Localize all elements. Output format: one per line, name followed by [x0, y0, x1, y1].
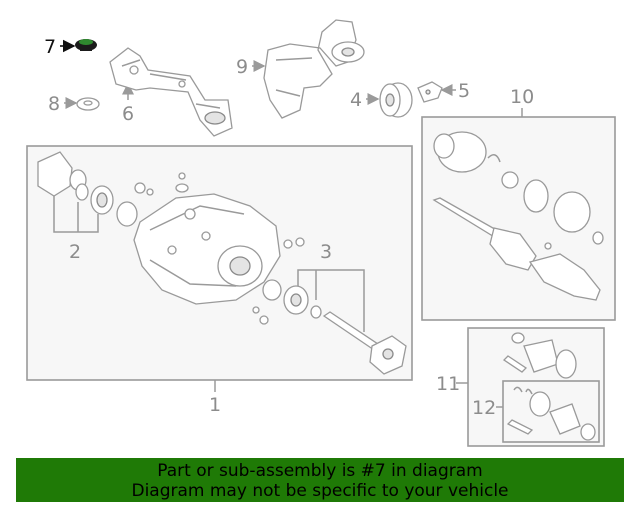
banner-line-1: Part or sub-assembly is #7 in diagram	[157, 461, 483, 481]
part-4-bushing[interactable]	[379, 82, 413, 118]
callout-10-label[interactable]: 10	[510, 86, 534, 108]
part-10-cv-joint-outer[interactable]	[433, 131, 604, 245]
part-10-drive-shaft[interactable]	[432, 197, 601, 301]
callout-3-leader	[297, 269, 365, 332]
callout-7-group[interactable]: 7	[44, 36, 97, 58]
callout-6-label: 6	[122, 103, 134, 125]
callout-5-group[interactable]: 5	[417, 80, 470, 103]
callout-12-label[interactable]: 12	[472, 397, 496, 419]
callout-4-group[interactable]: 4	[350, 82, 413, 118]
callout-9-group[interactable]: 9	[236, 19, 365, 119]
part-bolts-top[interactable]	[134, 172, 189, 196]
callout-9-label: 9	[236, 56, 248, 78]
part-7-bushing[interactable]	[75, 39, 97, 51]
callout-8-group[interactable]: 8	[48, 93, 100, 115]
part-9-mount-bracket[interactable]	[263, 19, 365, 119]
callout-5-label: 5	[458, 80, 470, 102]
callout-2-leader	[53, 196, 99, 233]
info-banner: Part or sub-assembly is #7 in diagram Di…	[16, 458, 624, 502]
part-12-boot-kit-inner[interactable]	[506, 386, 596, 441]
callout-2-label[interactable]: 2	[69, 241, 81, 263]
part-bolts-right[interactable]	[283, 237, 305, 249]
callout-11-label[interactable]: 11	[436, 373, 460, 395]
part-11-boot-kit[interactable]	[502, 332, 577, 379]
part-8-washer[interactable]	[76, 97, 100, 111]
callout-1-label[interactable]: 1	[209, 394, 221, 416]
callout-4-label: 4	[350, 89, 362, 111]
banner-line-2: Diagram may not be specific to your vehi…	[131, 481, 509, 501]
part-5-clip[interactable]	[417, 81, 443, 103]
part-intermediate-shaft[interactable]	[322, 311, 407, 375]
part-6-support-bracket[interactable]	[109, 47, 233, 137]
part-seal-left[interactable]	[75, 183, 138, 227]
part-seal-right[interactable]	[262, 279, 322, 319]
callout-8-label: 8	[48, 93, 60, 115]
parts-diagram: 7 8 6 9	[26, 19, 616, 447]
callout-7-label: 7	[44, 36, 56, 58]
part-small-clips[interactable]	[252, 306, 269, 325]
callout-3-label[interactable]: 3	[320, 241, 332, 263]
callout-6-group[interactable]: 6	[109, 47, 233, 137]
part-differential-housing[interactable]	[133, 193, 281, 305]
